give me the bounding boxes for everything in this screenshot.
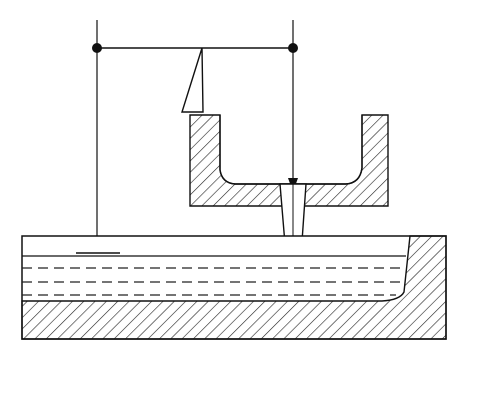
tank-right-wall	[21, 235, 447, 340]
upper-channel-inner	[219, 115, 363, 185]
arrow-indicator	[181, 47, 204, 113]
